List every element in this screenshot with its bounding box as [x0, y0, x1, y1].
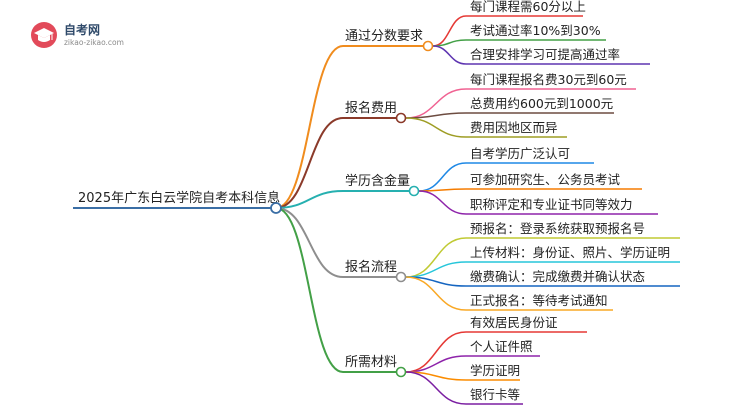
leaf-connector [432, 39, 467, 47]
branch-node [422, 40, 434, 52]
leaf-connector [405, 371, 467, 405]
graduation-cap-icon [34, 28, 54, 42]
leaf-connector [405, 112, 467, 119]
leaf-2-1: 每门课程报名费30元到60元 [470, 72, 627, 87]
branch-4-label: 报名流程 [345, 259, 397, 275]
leaf-connector [418, 162, 467, 192]
leaf-connector [432, 45, 467, 65]
leaf-3-3: 职称评定和专业证书同等效力 [470, 197, 633, 212]
leaf-connector [405, 261, 467, 278]
root-node [270, 202, 282, 214]
leaf-connector [405, 331, 467, 373]
branch-connector [275, 117, 344, 209]
site-logo[interactable]: 自考网 zikao-zikao.com [31, 22, 124, 48]
leaf-5-2: 个人证件照 [470, 339, 533, 354]
branch-3-label: 学历含金量 [345, 173, 410, 189]
branch-connector [275, 45, 344, 209]
leaf-1-2: 考试通过率10%到30% [470, 23, 601, 38]
branch-connector [275, 207, 344, 278]
leaf-4-2: 上传材料：身份证、照片、学历证明 [470, 245, 670, 260]
branch-connector [275, 207, 344, 373]
leaf-connector [405, 276, 467, 311]
branch-1-label: 通过分数要求 [345, 29, 423, 44]
leaf-3-2: 可参加研究生、公务员考试 [470, 172, 621, 187]
branch-5-label: 所需材料 [345, 355, 397, 370]
mindmap-edges [73, 15, 680, 405]
logo-name: 自考网 [64, 22, 100, 37]
logo-domain: zikao-zikao.com [64, 38, 124, 47]
branch-2-label: 报名费用 [345, 100, 397, 116]
mindmap-nodes: 2025年广东白云学院自考本科信息 通过分数要求 每门课程需60分以上考试通过率10… [78, 0, 670, 402]
leaf-2-3: 费用因地区而异 [470, 120, 558, 135]
branch-node [395, 112, 407, 124]
leaf-3-1: 自考学历广泛认可 [470, 146, 570, 161]
leaf-5-4: 银行卡等 [470, 387, 520, 402]
branch-node [395, 366, 407, 378]
branch-node [395, 271, 407, 283]
leaf-1-3: 合理安排学习可提高通过率 [470, 47, 620, 62]
leaf-connector [405, 355, 467, 373]
leaf-connector [432, 15, 467, 47]
leaf-2-2: 总费用约600元到1000元 [470, 96, 613, 111]
leaf-connector [418, 190, 467, 215]
leaf-5-1: 有效居民身份证 [470, 315, 558, 330]
leaf-5-3: 学历证明 [470, 363, 520, 378]
root-topic: 2025年广东白云学院自考本科信息 [78, 190, 280, 206]
leaf-4-3: 缴费确认：完成缴费并确认状态 [470, 269, 645, 284]
leaf-connector [405, 117, 467, 138]
leaf-connector [405, 237, 467, 278]
leaf-4-1: 预报名：登录系统获取预报名号 [470, 221, 645, 236]
leaf-1-1: 每门课程需60分以上 [470, 0, 586, 14]
branch-connector [275, 190, 344, 209]
branch-node [408, 185, 420, 197]
leaf-4-4: 正式报名：等待考试通知 [470, 293, 608, 308]
